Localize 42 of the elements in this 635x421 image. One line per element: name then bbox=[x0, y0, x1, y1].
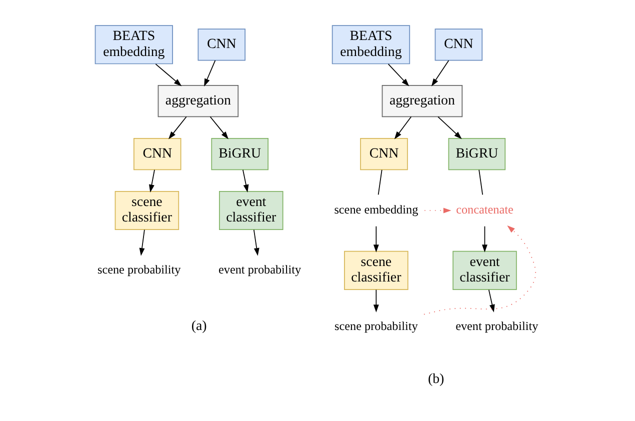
arrow bbox=[481, 226, 487, 252]
arrow bbox=[168, 116, 186, 140]
node-box: CNN bbox=[132, 138, 181, 170]
node-box: aggregation bbox=[157, 85, 238, 118]
node-box: scene classifier bbox=[114, 190, 179, 230]
node-text: scene embedding bbox=[334, 202, 418, 217]
connector bbox=[478, 169, 483, 196]
arrow bbox=[204, 60, 216, 86]
arrow bbox=[154, 64, 182, 86]
arrow bbox=[148, 169, 154, 192]
arrow bbox=[423, 225, 536, 315]
arrow bbox=[430, 60, 449, 86]
arrow bbox=[372, 226, 378, 252]
node-box: BEATS embedding bbox=[94, 25, 172, 64]
node-text: scene probability bbox=[334, 319, 418, 334]
node-box: BiGRU bbox=[210, 138, 268, 170]
arrow bbox=[252, 229, 259, 256]
arrow bbox=[437, 116, 462, 140]
node-box: BiGRU bbox=[448, 138, 506, 170]
arrow bbox=[242, 169, 248, 192]
node-box: scene classifier bbox=[344, 250, 408, 290]
node-text: event probability bbox=[455, 319, 538, 334]
node-box: aggregation bbox=[381, 85, 462, 118]
node-box: BEATS embedding bbox=[331, 25, 410, 64]
node-box: event classifier bbox=[452, 250, 516, 290]
label: (b) bbox=[428, 372, 444, 388]
arrow bbox=[488, 289, 494, 312]
node-text: scene probability bbox=[96, 262, 180, 277]
node-box: CNN bbox=[360, 138, 408, 170]
arrow bbox=[424, 208, 451, 214]
node-text: event probability bbox=[218, 262, 301, 277]
node-box: event classifier bbox=[218, 190, 283, 230]
arrow bbox=[209, 116, 228, 140]
arrow bbox=[138, 229, 144, 256]
node-box: CNN bbox=[197, 28, 245, 61]
arrow bbox=[394, 116, 412, 140]
connector bbox=[377, 169, 382, 196]
label: (a) bbox=[190, 319, 206, 334]
node-box: CNN bbox=[434, 28, 482, 61]
node-text: concatenate bbox=[456, 202, 513, 217]
arrow bbox=[372, 289, 378, 312]
arrow bbox=[387, 64, 409, 86]
